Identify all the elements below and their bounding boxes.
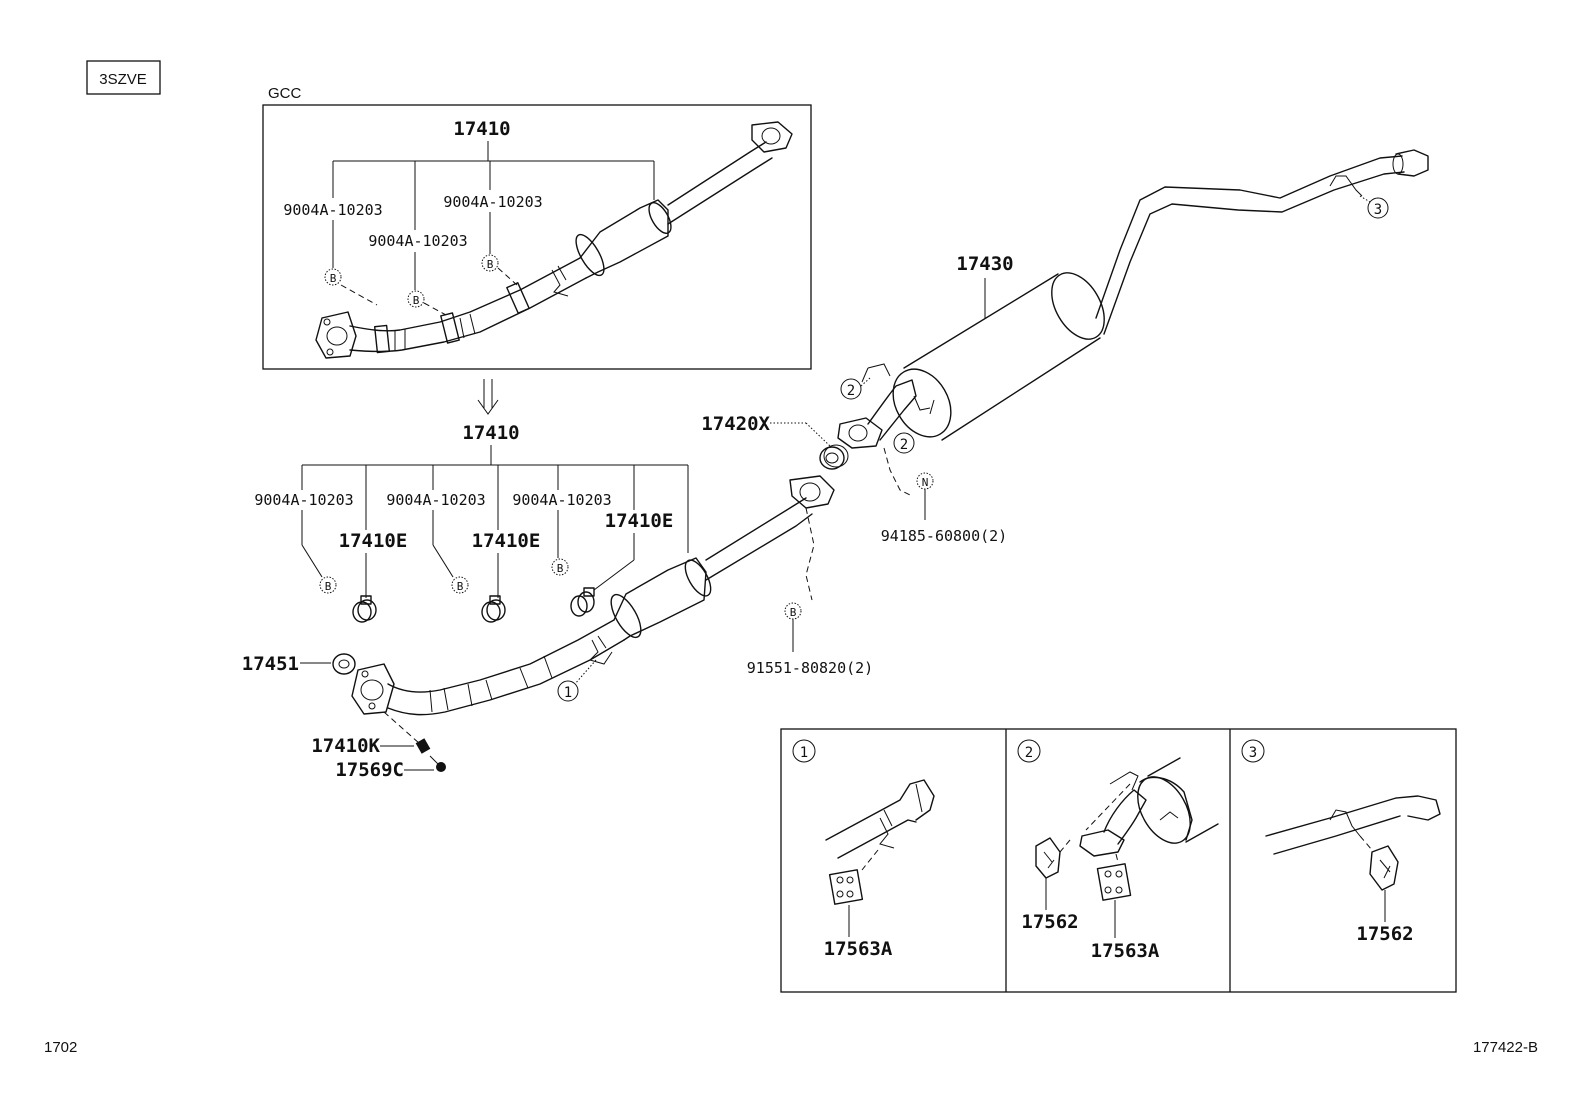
svg-text:B: B xyxy=(457,580,464,593)
svg-text:3: 3 xyxy=(1374,202,1382,218)
svg-text:B: B xyxy=(790,606,797,619)
front-gasket-label: 17451 xyxy=(242,653,299,675)
ref-callout-3: 3 xyxy=(1367,197,1389,219)
inset-b-callout-2: B xyxy=(407,290,425,308)
svg-text:B: B xyxy=(487,258,494,271)
clamp-icon-1 xyxy=(352,595,377,623)
main-b-callout-2: B xyxy=(451,576,469,594)
svg-text:B: B xyxy=(330,272,337,285)
detail-2-part-b: 17563A xyxy=(1091,940,1160,962)
detail-panel-3: 3 xyxy=(1241,739,1441,922)
ref-callout-2b: 2 xyxy=(893,432,915,454)
detail-2-part-a: 17562 xyxy=(1021,911,1078,933)
svg-text:2: 2 xyxy=(847,383,855,399)
svg-text:B: B xyxy=(413,294,420,307)
engine-tag: 3SZVE xyxy=(99,71,147,88)
inset-b-callout-1: B xyxy=(324,268,342,286)
clamp-icon-3 xyxy=(570,587,595,617)
ref-callout-1: 1 xyxy=(557,680,579,702)
stud-label: 17410K xyxy=(311,735,380,757)
stud-icon xyxy=(415,738,431,754)
center-gasket-label: 17420X xyxy=(701,413,770,435)
svg-text:N: N xyxy=(922,476,929,489)
main-clamp-label-1: 9004A-10203 xyxy=(254,491,353,509)
nut-label: 17569C xyxy=(335,759,404,781)
clamp-part-label-1: 17410E xyxy=(339,530,408,552)
inset-front-pipe xyxy=(315,121,793,359)
inset-clamp-label-2: 9004A-10203 xyxy=(368,232,467,250)
bolt-rear-label: 94185-60800(2) xyxy=(881,527,1007,545)
detail-panel-2: 2 xyxy=(1017,739,1219,938)
main-front-pipe xyxy=(351,475,835,716)
bolt-front-b-callout: B xyxy=(784,602,802,620)
main-b-callout-1: B xyxy=(319,576,337,594)
footer-left-code: 1702 xyxy=(44,1039,77,1056)
nut-icon xyxy=(429,755,446,772)
inset-region-label: GCC xyxy=(268,85,302,102)
footer-right-code: 177422-B xyxy=(1473,1039,1538,1056)
bolt-front-label: 91551-80820(2) xyxy=(747,659,873,677)
muffler-assembly xyxy=(837,149,1429,449)
svg-text:B: B xyxy=(325,580,332,593)
inset-assembly-label: 17410 xyxy=(453,118,510,140)
svg-text:2: 2 xyxy=(900,437,908,453)
detail-3-ref: 3 xyxy=(1249,745,1257,761)
detail-1-part: 17563A xyxy=(824,938,893,960)
inset-leader-tree xyxy=(332,141,655,290)
front-gasket-icon xyxy=(332,653,356,675)
inset-frame xyxy=(262,104,812,370)
detail-2-ref: 2 xyxy=(1025,745,1033,761)
inset-clamp-label-3: 9004A-10203 xyxy=(443,193,542,211)
ref-callout-2a: 2 xyxy=(840,378,862,400)
main-clamp-label-2: 9004A-10203 xyxy=(386,491,485,509)
main-assembly-label: 17410 xyxy=(462,422,519,444)
detail-3-part: 17562 xyxy=(1356,923,1413,945)
main-clamp-label-3: 9004A-10203 xyxy=(512,491,611,509)
inset-b-callout-3: B xyxy=(481,254,499,272)
inset-clamp-label-1: 9004A-10203 xyxy=(283,201,382,219)
clamp-part-label-2: 17410E xyxy=(472,530,541,552)
engine-tag-box xyxy=(86,60,161,95)
detail-frame xyxy=(780,728,1457,993)
detail-1-ref: 1 xyxy=(800,745,808,761)
svg-text:1: 1 xyxy=(564,685,572,701)
clamp-icon-2 xyxy=(481,595,506,623)
center-gasket-icon xyxy=(819,444,849,470)
down-arrow-icon xyxy=(477,379,499,415)
clamp-part-label-3: 17410E xyxy=(605,510,674,532)
main-leader-tree xyxy=(301,445,689,598)
detail-panel-1: 1 xyxy=(792,739,935,937)
muffler-label: 17430 xyxy=(956,253,1013,275)
main-b-callout-3: B xyxy=(551,558,569,576)
bolt-rear-n-callout: N xyxy=(916,472,934,490)
svg-text:B: B xyxy=(557,562,564,575)
